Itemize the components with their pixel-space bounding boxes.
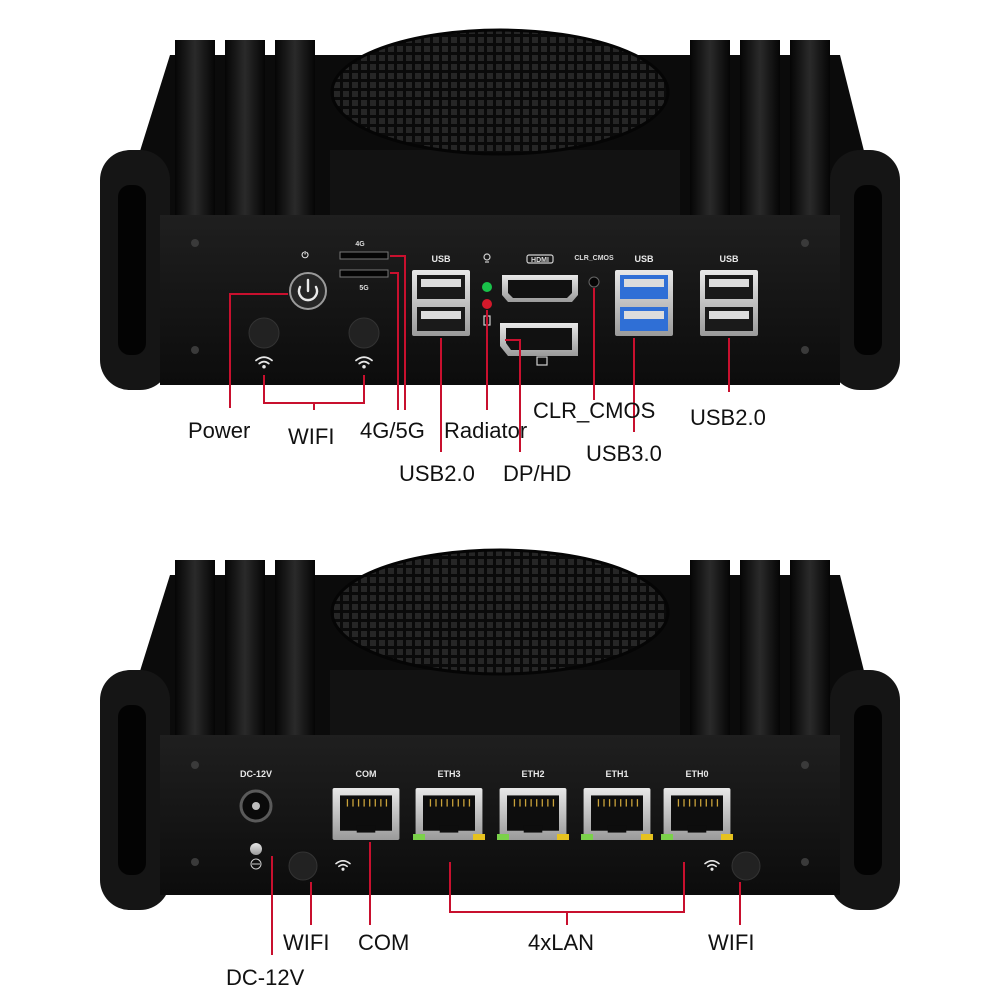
wifi-left-callout: WIFI (283, 930, 329, 955)
status-led-green (482, 282, 492, 292)
status-led-red (482, 299, 492, 309)
screw (191, 761, 199, 769)
dp-hd-callout: DP/HD (503, 461, 571, 486)
hdmi-icon (526, 254, 554, 264)
wifi-antenna-mount-left (248, 317, 280, 349)
usb2-right-port[interactable] (700, 270, 758, 336)
eth0-port[interactable] (662, 788, 732, 840)
com-silk-label: COM (356, 769, 377, 779)
power-icon (297, 278, 319, 302)
hdmi-label: HDMI (531, 257, 549, 264)
sim-5g-label: 5G (359, 285, 369, 292)
sim-slot-5g[interactable] (339, 269, 389, 278)
dc-callout: DC-12V (226, 965, 305, 990)
screw (191, 858, 199, 866)
displayport-icon (536, 356, 548, 366)
screw (191, 346, 199, 354)
wifi-antenna-mount-left (288, 851, 318, 881)
screw (191, 239, 199, 247)
screw (801, 239, 809, 247)
usb-left-label: USB (431, 254, 451, 264)
wifi-antenna-mount-right (348, 317, 380, 349)
eth1-label: ETH1 (605, 769, 628, 779)
clr-cmos-button[interactable] (588, 276, 600, 288)
screw (801, 761, 809, 769)
rear-unit: DC-12V COM ETH3 ETH2 ETH1 ETH0 (100, 548, 900, 990)
wifi-right-callout: WIFI (708, 930, 754, 955)
usb3-callout: USB3.0 (586, 441, 662, 466)
usb2-left-port[interactable] (412, 270, 470, 336)
heatsink-fins (175, 40, 830, 215)
usb2-left-callout: USB2.0 (399, 461, 475, 486)
sim-callout: 4G/5G (360, 418, 425, 443)
usb2-right-callout: USB2.0 (690, 405, 766, 430)
fan-grille (330, 28, 670, 156)
dc-silk-label: DC-12V (240, 769, 272, 779)
heatsink-fins (175, 560, 830, 735)
com-callout: COM (358, 930, 409, 955)
eth3-label: ETH3 (437, 769, 460, 779)
eth1-port[interactable] (582, 788, 652, 840)
clr-cmos-silk-label: CLR_CMOS (574, 255, 614, 262)
eth0-label: ETH0 (685, 769, 708, 779)
eth2-port[interactable] (498, 788, 568, 840)
eth2-label: ETH2 (521, 769, 544, 779)
lan-callout: 4xLAN (528, 930, 594, 955)
front-unit: ⏻ 4G 5G USB HDMI (100, 28, 900, 486)
eth3-port[interactable] (414, 788, 484, 840)
lightbulb-icon (483, 253, 491, 263)
screw (801, 858, 809, 866)
rear-leader-lines (271, 842, 741, 955)
usb-right-label: USB (719, 254, 739, 264)
usb3-port[interactable] (615, 270, 673, 336)
ground-icon (250, 858, 262, 870)
sim-4g-label: 4G (355, 241, 365, 248)
clr-cmos-callout: CLR_CMOS (533, 398, 655, 423)
power-symbol-label: ⏻ (301, 250, 309, 260)
front-leader-lines (229, 255, 730, 452)
screw (801, 346, 809, 354)
com-port[interactable] (331, 788, 401, 840)
sim-slot-4g[interactable] (339, 251, 389, 260)
fan-grille (330, 548, 670, 676)
ground-screw (250, 843, 262, 855)
wifi-antenna-mount-right (731, 851, 761, 881)
power-callout: Power (188, 418, 250, 443)
usb-mid-label: USB (634, 254, 654, 264)
wifi-callout: WIFI (288, 424, 334, 449)
radiator-callout: Radiator (444, 418, 527, 443)
